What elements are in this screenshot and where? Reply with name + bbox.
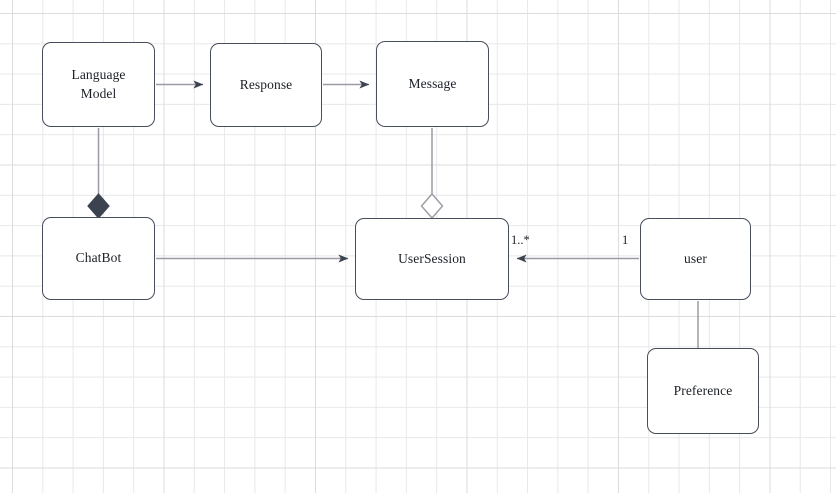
node-label-user: user: [684, 250, 707, 266]
node-label-response: Response: [239, 76, 293, 92]
edge-label-multiplicity-many: 1..*: [511, 233, 530, 247]
node-user[interactable]: user: [640, 218, 751, 300]
node-label-message: Message: [408, 75, 457, 91]
node-preference[interactable]: Preference: [647, 348, 759, 434]
node-label-preference: Preference: [673, 382, 733, 398]
node-message[interactable]: Message: [376, 41, 489, 127]
node-language-model[interactable]: Language Model: [42, 42, 155, 127]
node-chatbot[interactable]: ChatBot: [42, 217, 155, 300]
filled-diamond-icon: [87, 193, 110, 219]
edge-language-model-to-chatbot: [87, 128, 110, 219]
node-user-session[interactable]: UserSession: [355, 218, 509, 300]
edge-message-to-usersession: [420, 128, 444, 220]
edge-label-multiplicity-one: 1: [622, 233, 629, 247]
hollow-diamond-icon: [420, 192, 444, 220]
node-label-chatbot: ChatBot: [75, 250, 122, 266]
node-label-language-model: Language Model: [71, 67, 126, 101]
node-response[interactable]: Response: [210, 43, 322, 127]
node-label-user-session: UserSession: [398, 250, 466, 266]
